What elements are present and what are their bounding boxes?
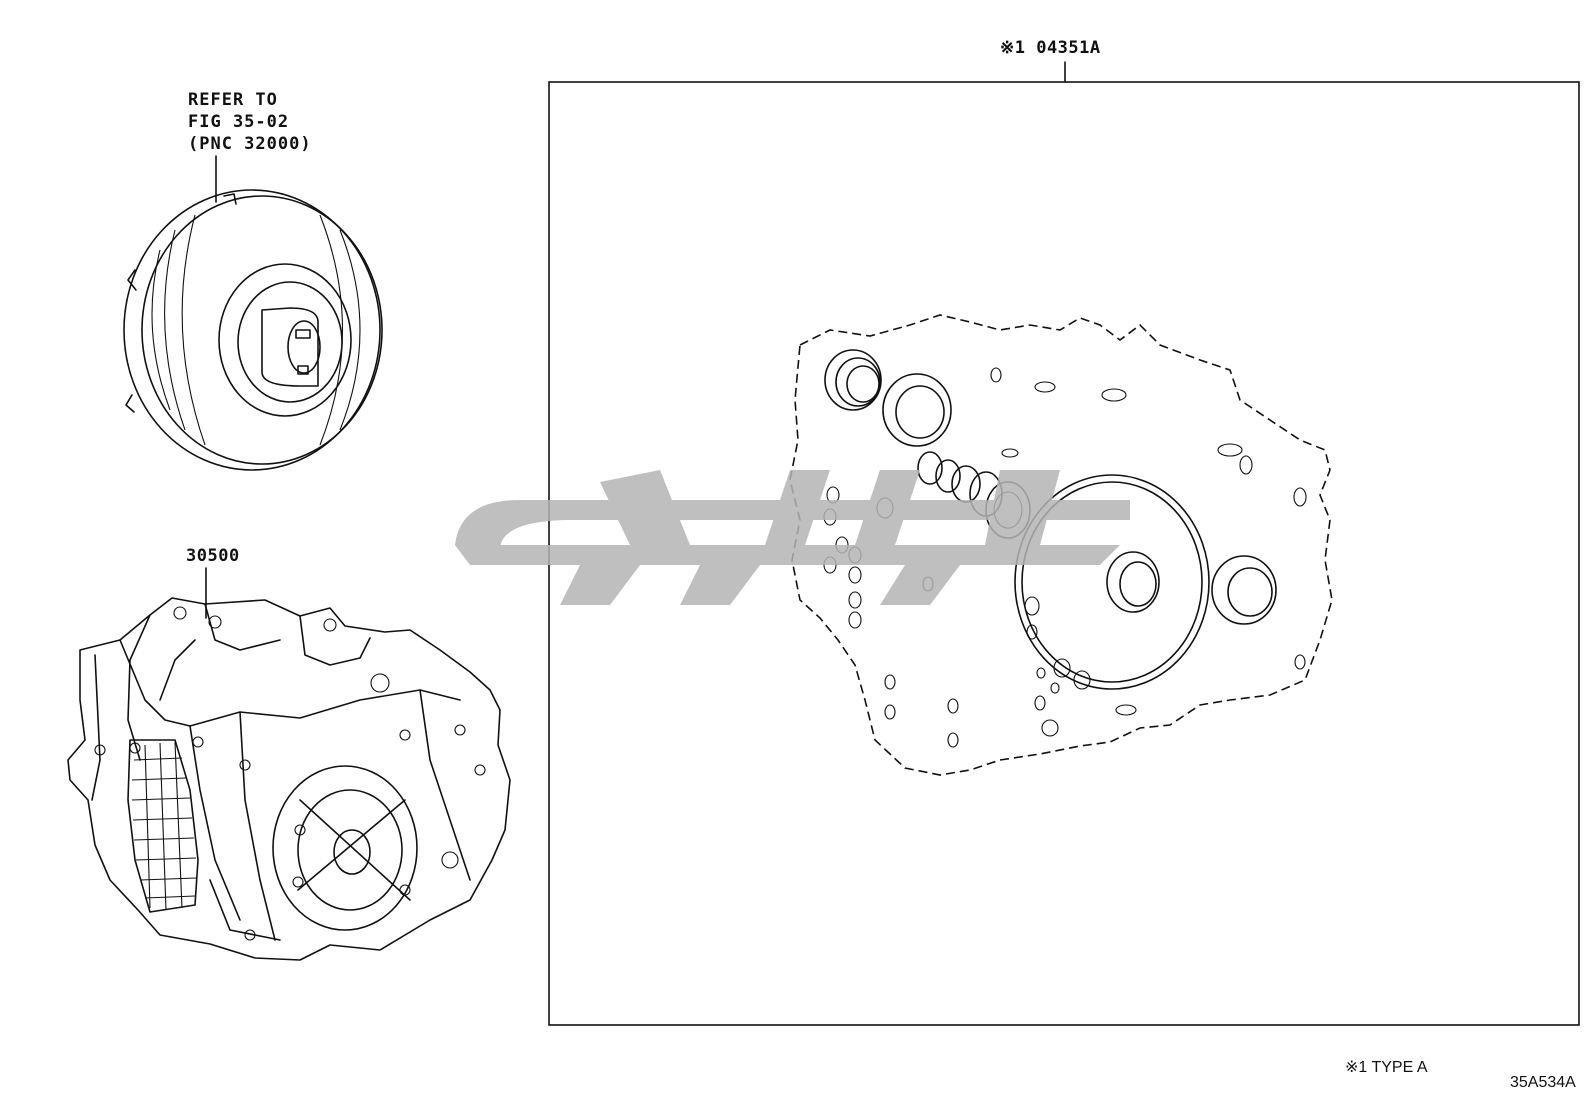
torque-converter-drawing [123, 155, 383, 471]
illustration-id: 35A534A [1510, 1074, 1576, 1091]
transaxle-assembly-drawing [67, 567, 511, 961]
watermark-logo [455, 470, 1130, 605]
refer-to-line-2: FIG 35-02 [188, 112, 290, 132]
transaxle-callout: 30500 [186, 546, 240, 566]
refer-to-line-3: (PNC 32000) [188, 134, 312, 154]
overhaul-kit-drawing [548, 61, 1580, 1026]
kit-callout: ※1 04351A [1000, 38, 1101, 58]
refer-to-line-1: REFER TO [188, 90, 278, 110]
type-note: ※1 TYPE A [1345, 1059, 1428, 1076]
